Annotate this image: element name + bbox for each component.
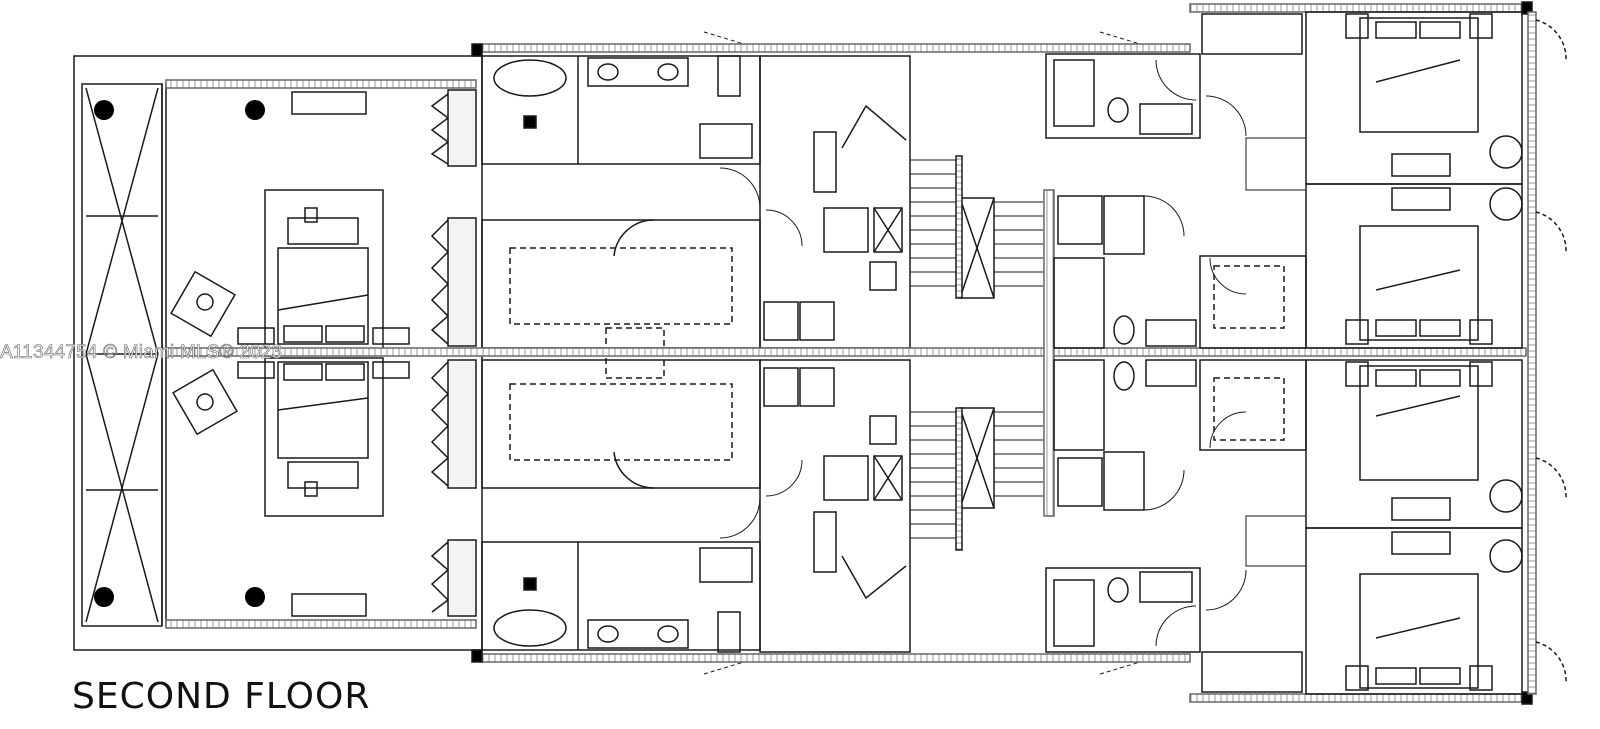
guest-baths [1045,53,1307,653]
column-markers [94,100,265,607]
terrace [73,55,483,651]
guest-bedrooms [1201,11,1567,695]
master-bedrooms [170,89,477,617]
mls-watermark: A11344754 © Miami MLS® 2023 [0,342,283,364]
door-swings [703,31,1307,675]
floor-title: SECOND FLOOR [72,676,371,717]
stairs-and-laundry [759,55,1044,653]
master-baths [481,55,761,653]
